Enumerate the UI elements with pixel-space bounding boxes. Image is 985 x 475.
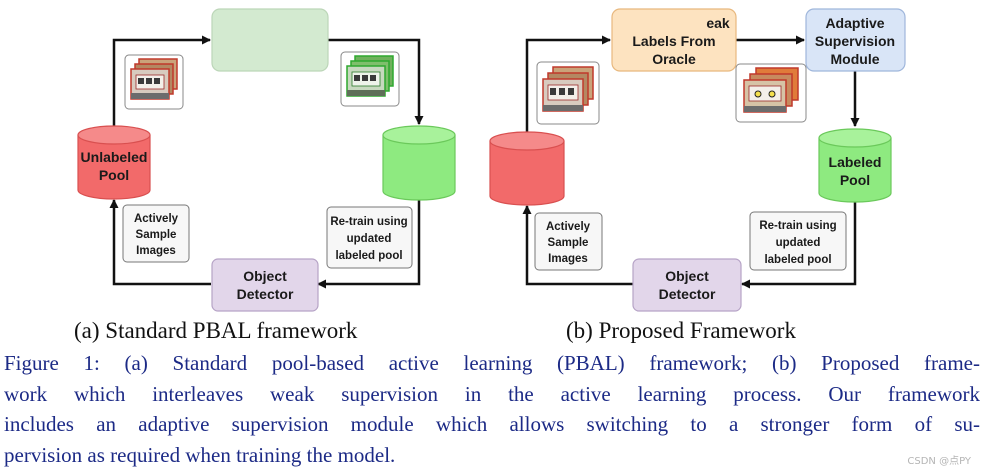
arrow-pool-to-top [112, 35, 211, 127]
object-detector-label-line1: Object [243, 268, 287, 284]
object-detector-label-line2: Detector [237, 286, 294, 302]
unlabeled-pool-label-line1: Unlabeled [81, 149, 148, 165]
arrow-labeled-to-detector [317, 198, 421, 289]
diagram-canvas: Unlabeled Pool Object Detector Actively … [77, 8, 906, 312]
arrow-labeled-to-detector [741, 202, 857, 289]
sample-note-line3: Images [548, 253, 588, 265]
labeled-image-stack-thumbnail [340, 51, 400, 107]
arrow-detector-to-pool [109, 199, 211, 286]
labeled-pool-cylinder [818, 128, 892, 203]
sample-note-line1: Actively [134, 213, 179, 225]
labeled-pool-label-line1: Labeled [829, 154, 882, 170]
figure-caption-line: pervision as required when training the … [4, 442, 396, 467]
oracle-label-line1: eak [706, 15, 730, 31]
blank-label-box [211, 8, 329, 72]
retrain-note-line3: labeled pool [764, 254, 831, 266]
retrain-note-box [749, 211, 847, 271]
retrain-note-box [326, 206, 413, 269]
image-stack-thumbnail [536, 61, 600, 125]
unlabeled-pool-cylinder [489, 131, 565, 206]
watermark: CSDN @点PY [907, 456, 971, 467]
arrow-detector-to-pool [522, 205, 633, 286]
object-detector-label-line2: Detector [659, 286, 716, 302]
object-detector-label-line1: Object [665, 268, 709, 284]
weak-labels-oracle-box [611, 8, 737, 72]
object-detector-box [632, 258, 742, 312]
sample-note-line1: Actively [546, 221, 591, 233]
panel-b-caption: (b) Proposed Framework [566, 318, 796, 343]
oracle-label-line2: Labels From [632, 33, 715, 49]
panel-a-caption: (a) Standard PBAL framework [74, 318, 358, 343]
labeled-pool-cylinder [382, 125, 456, 201]
sample-note-line3: Images [136, 245, 176, 257]
image-stack-thumbnail [124, 54, 184, 110]
sample-note-line2: Sample [136, 229, 177, 241]
asm-label-line1: Adaptive [825, 15, 884, 31]
unlabeled-pool-cylinder [77, 125, 151, 200]
retrain-note-line2: updated [347, 233, 392, 245]
figure-caption-line: Figure 1: (a) Standard pool-based active… [4, 351, 980, 375]
unlabeled-pool-label-line2: Pool [99, 167, 129, 183]
panel-a: Unlabeled Pool Object Detector Actively … [77, 8, 456, 312]
object-detector-box [211, 258, 319, 312]
retrain-note-line2: updated [776, 237, 821, 249]
adaptive-supervision-module-box [805, 8, 906, 72]
retrain-note-line3: labeled pool [335, 250, 402, 262]
sample-note-box [534, 212, 603, 271]
arrow-top-to-labeled [328, 38, 424, 125]
retrain-note-line1: Re-train using [330, 216, 407, 228]
sample-note-line2: Sample [548, 237, 589, 249]
oracle-label-line3: Oracle [652, 51, 696, 67]
asm-label-line2: Supervision [815, 33, 895, 49]
retrain-note-line1: Re-train using [759, 220, 836, 232]
panel-b: eak Labels From Oracle Adaptive Supervis… [489, 8, 906, 312]
figure-caption-line: includes an adaptive supervision module … [4, 412, 980, 436]
arrow-pool-to-oracle [525, 35, 611, 133]
sample-note-box [122, 204, 190, 263]
labeled-pool-label-line2: Pool [840, 172, 870, 188]
figure-caption: Figure 1: (a) Standard pool-based active… [4, 348, 980, 470]
asm-label-line3: Module [831, 51, 880, 67]
figure-caption-line: work which interleaves weak supervision … [4, 381, 980, 406]
weak-labeled-image-stack-thumbnail [735, 63, 807, 123]
